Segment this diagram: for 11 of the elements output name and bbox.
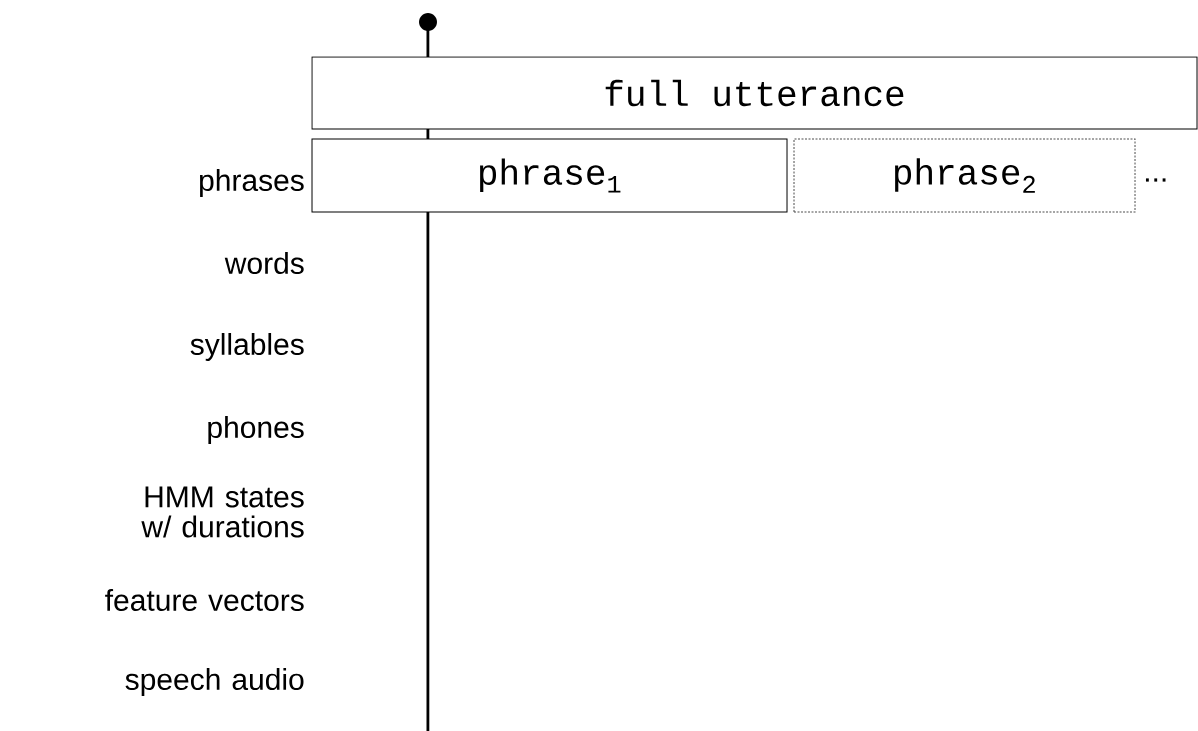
text-box: full utterance: [311, 56, 1198, 130]
text-box: phrase$_{1}$: [311, 138, 788, 213]
ellipsis: ...: [1145, 178, 1166, 182]
level-label: phones: [208, 416, 304, 444]
level-label: phrases: [200, 169, 304, 197]
level-label: words: [224, 252, 304, 275]
level-label: syllables: [190, 333, 304, 361]
level-label: speech audio: [125, 668, 304, 696]
dashed-box: phrase$_{2}$: [793, 138, 1136, 213]
level-label: HMM states w/ durations: [141, 486, 304, 538]
level-label: feature vectors: [105, 589, 304, 611]
